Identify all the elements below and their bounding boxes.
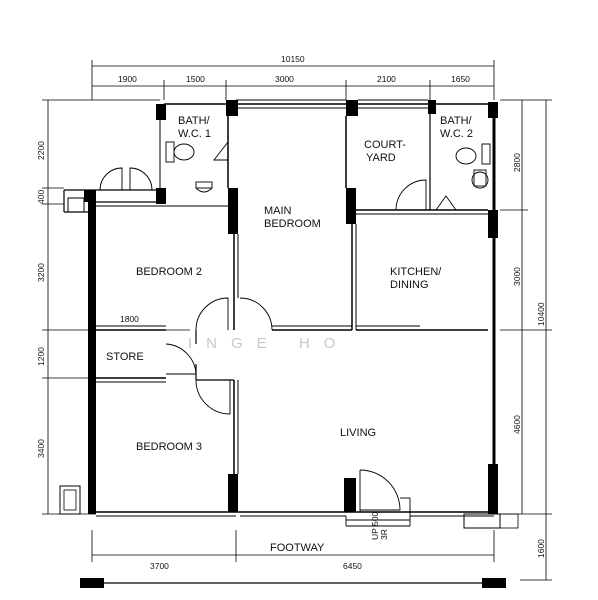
dim-left-2: 400 xyxy=(36,190,46,204)
dim-top-4: 2100 xyxy=(377,74,396,84)
dim-left-5: 3400 xyxy=(36,439,46,458)
bottom-dimension-lines xyxy=(80,530,504,584)
dim-right-1: 2800 xyxy=(512,153,522,172)
dim-left-3: 3200 xyxy=(36,263,46,282)
stair-label-line2: 3R xyxy=(379,529,389,540)
dim-top-3: 3000 xyxy=(275,74,294,84)
dim-right-3: 4600 xyxy=(512,415,522,434)
left-dimension-lines xyxy=(42,99,190,515)
exterior-walls xyxy=(63,99,496,517)
bottom-left-column xyxy=(80,578,104,588)
dim-left-4: 1200 xyxy=(36,347,46,366)
dim-right-2: 3000 xyxy=(512,267,522,286)
columns xyxy=(156,100,498,514)
bath1-label-line2: W.C. 1 xyxy=(178,128,211,140)
courtyard-label-line2: YARD xyxy=(366,152,396,164)
dim-bottom-a: 3700 xyxy=(150,561,169,571)
entrance-steps xyxy=(345,497,411,527)
bath1-label-line1: BATH/ xyxy=(178,115,211,127)
bottom-right-column xyxy=(482,578,506,588)
doors xyxy=(99,141,457,512)
main-bedroom-label-line2: BEDROOM xyxy=(264,218,321,230)
top-dimension-lines xyxy=(91,60,495,100)
main-bedroom-label-line1: MAIN xyxy=(264,205,292,217)
bath2-label-line1: BATH/ xyxy=(440,115,473,127)
dim-top-total: 10150 xyxy=(281,54,305,64)
fixtures xyxy=(165,141,491,193)
store-label: STORE xyxy=(106,351,144,363)
dim-top-1: 1900 xyxy=(118,74,137,84)
dim-store-width: 1800 xyxy=(120,314,139,324)
bedroom2-label: BEDROOM 2 xyxy=(136,266,202,278)
courtyard-label-line1: COURT- xyxy=(364,139,406,151)
dim-bottom-b: 6450 xyxy=(343,561,362,571)
right-dimension-lines xyxy=(500,99,552,581)
kitchen-label-line2: DINING xyxy=(390,279,429,291)
interior-walls xyxy=(96,114,488,474)
dim-right-total: 10400 xyxy=(536,302,546,326)
living-label: LIVING xyxy=(340,427,376,439)
footway-label: FOOTWAY xyxy=(270,542,325,554)
bedroom3-label: BEDROOM 3 xyxy=(136,441,202,453)
watermark: INGE HO xyxy=(188,335,349,352)
dim-bottom-right: 1600 xyxy=(536,539,546,558)
stair-label-line1: UP 500 xyxy=(370,512,380,540)
kitchen-label-line1: KITCHEN/ xyxy=(390,266,442,278)
bath2-label-line2: W.C. 2 xyxy=(440,128,473,140)
ledge-box-left xyxy=(59,485,81,515)
dim-top-2: 1500 xyxy=(186,74,205,84)
dim-left-1: 2200 xyxy=(36,141,46,160)
dim-top-5: 1650 xyxy=(451,74,470,84)
